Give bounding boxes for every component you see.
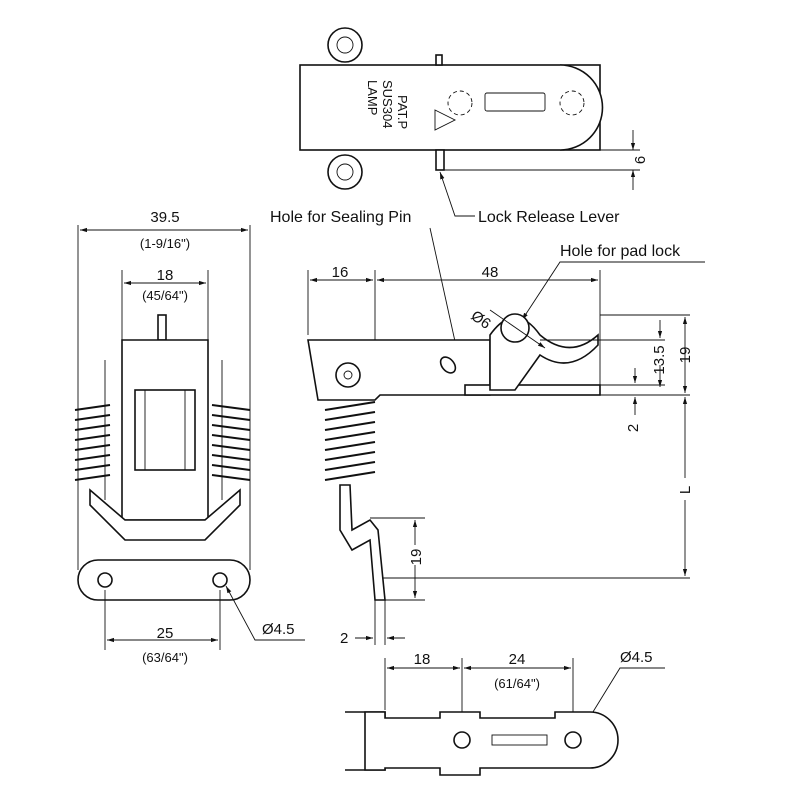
callout-release-lever: Lock Release Lever	[478, 209, 620, 226]
padlock-hole	[500, 313, 530, 343]
arrow-mark-icon	[434, 109, 457, 131]
dim-hole-dia: Ø4.5	[262, 621, 295, 638]
dim-48: 48	[482, 264, 499, 281]
dim-16: 16	[332, 264, 349, 281]
strike-plate	[364, 711, 619, 776]
base-plate	[77, 559, 251, 601]
spring-left	[74, 360, 111, 500]
spring-right	[211, 360, 251, 500]
padlock-slot	[484, 92, 546, 112]
mount-hole	[97, 572, 113, 588]
dim-L: L	[677, 486, 694, 494]
hook-side	[339, 484, 386, 601]
spring-side	[324, 401, 376, 481]
dim-13-5: 13.5	[651, 345, 668, 374]
hidden-hole	[559, 90, 585, 116]
dim-overall-width: 39.5	[150, 209, 179, 226]
callout-sealing-pin: Hole for Sealing Pin	[270, 209, 411, 226]
latch-body-top	[299, 64, 601, 151]
dim-hole-pitch-inch: (63/64")	[142, 650, 188, 665]
bottom-view: 18 24 (61/64") Ø4.5	[345, 649, 665, 776]
strike-hole	[564, 731, 582, 749]
dim-lever-6: 6	[632, 156, 649, 164]
dim-inner-width: 18	[157, 267, 174, 284]
top-view: LAMP SUS304 PAT.P 6	[299, 27, 649, 190]
material-mark: SUS304	[380, 80, 395, 128]
dim-overall-width-inch: (1-9/16")	[140, 236, 190, 251]
wheel-top	[327, 27, 363, 63]
dim-hole-dia-bottom: Ø4.5	[620, 649, 653, 666]
wheel-bottom	[327, 154, 363, 190]
dim-24: 24	[509, 651, 526, 668]
dim-18: 18	[414, 651, 431, 668]
pin-top	[435, 54, 443, 66]
dim-hole-pitch: 25	[157, 625, 174, 642]
dim-19-top: 19	[677, 347, 694, 364]
side-view: 16 48 Ø6 13.5 19 2 L 19	[307, 264, 694, 647]
patent-mark: PAT.P	[395, 95, 410, 129]
mount-hole	[212, 572, 228, 588]
sealing-pin-hole	[439, 356, 457, 374]
plate-slot	[491, 734, 548, 746]
strike-hole	[453, 731, 471, 749]
hidden-hole	[447, 90, 473, 116]
roller	[134, 389, 196, 471]
latch-body-side	[307, 339, 491, 401]
dim-2-hook: 2	[340, 630, 348, 647]
brand-mark: LAMP	[365, 80, 380, 115]
dim-24-inch: (61/64")	[494, 676, 540, 691]
callout-pad-lock: Hole for pad lock	[560, 243, 681, 260]
dim-inner-width-inch: (45/64")	[142, 288, 188, 303]
release-lever-tab	[435, 149, 445, 171]
hasp-plate	[464, 384, 601, 396]
dim-2-right: 2	[625, 424, 642, 432]
dim-padlock-dia: Ø6	[468, 307, 494, 332]
front-view: 39.5 (1-9/16") 18 (45/64") 25 (63/64") Ø…	[74, 209, 305, 665]
dim-19-hook: 19	[408, 549, 425, 566]
hasp-round-end	[559, 64, 604, 151]
